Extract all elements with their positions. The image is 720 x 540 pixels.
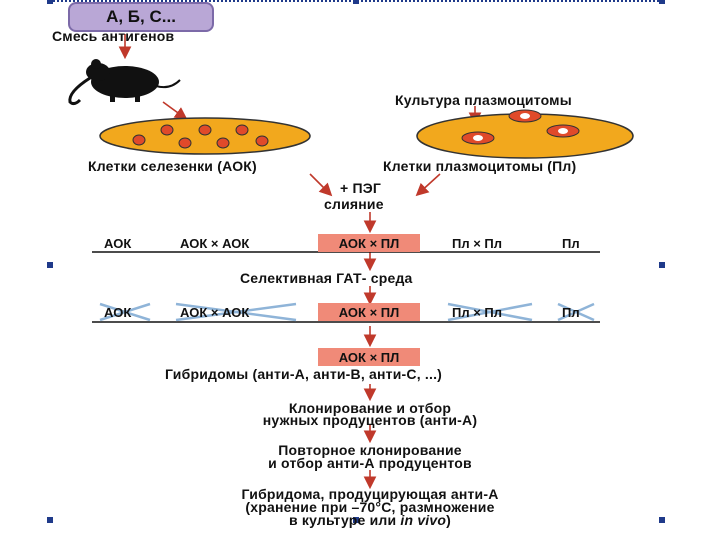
frame-handle (659, 0, 665, 4)
frame-handle (47, 517, 53, 523)
spleen-cells-label: Клетки селезенки (АОК) (88, 158, 257, 174)
row1-item: Пл (562, 236, 580, 251)
frame-handle (47, 262, 53, 268)
final-label-part: ) (446, 512, 452, 528)
spleen-cells-plate (99, 117, 311, 155)
row1-item: АОК × АОК (180, 236, 250, 251)
row1-item: АОК (104, 236, 132, 251)
frame-handle (47, 0, 53, 4)
recloning-label-line2: и отбор анти-А продуцентов (268, 455, 472, 471)
selective-medium-label: Селективная ГАТ- среда (240, 270, 413, 286)
hybrid-box: АОК × ПЛ (318, 348, 420, 366)
row1-item: Пл × Пл (452, 236, 503, 251)
frame-handle (353, 517, 359, 523)
row2-item: АОК × АОК (180, 305, 250, 320)
row2-item: АОК (104, 305, 132, 320)
plasmacytoma-plate (416, 109, 634, 159)
final-label-line1: Гибридома, продуцирующая анти-А (241, 486, 499, 502)
plasmacytoma-cells-label: Клетки плазмоцитомы (Пл) (383, 158, 577, 174)
fusion-label: слияние (324, 196, 384, 212)
final-label-line2: (хранение при –70°С, размножение (245, 499, 495, 515)
row2-item: Пл (562, 305, 580, 320)
mouse-icon (68, 59, 181, 106)
recloning-label-line1: Повторное клонирование (278, 442, 462, 458)
cloning-label-line1: Клонирование и отбор (288, 400, 452, 416)
antigen-mix-label: Смесь антигенов (52, 28, 175, 44)
hybridomas-label: Гибридомы (анти-А, анти-В, анти-С, ...) (165, 366, 443, 382)
final-label-part: в культуре или (288, 512, 401, 528)
row2-item: Пл × Пл (452, 305, 503, 320)
final-label-line3: в культуре или in vivo) (170, 512, 570, 528)
antigens-box: А, Б, С... (68, 2, 214, 32)
frame-handle (659, 262, 665, 268)
strike-marks (99, 302, 595, 322)
row1-hybrid-highlight: АОК × ПЛ (318, 234, 420, 252)
peg-label: + ПЭГ (340, 180, 382, 196)
row2-hybrid-highlight: АОК × ПЛ (318, 303, 420, 321)
cloning-label-line2: нужных продуцентов (анти-А) (262, 412, 478, 428)
frame-handle (659, 517, 665, 523)
in-vivo-text: in vivo (400, 512, 447, 528)
frame-handle (353, 0, 359, 4)
plasmacytoma-culture-label: Культура плазмоцитомы (395, 92, 572, 108)
